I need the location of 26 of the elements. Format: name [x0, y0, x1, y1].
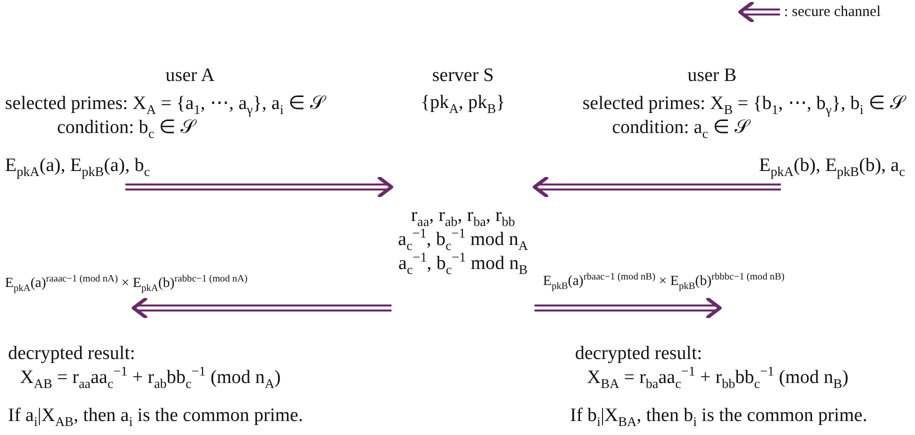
edge-label: E$_{pkA}$(a)$^{raaac−1 (mod nA)}$ × E$_{pkA}$(b)$^{rabbc−1 (mod nA)}$: [5, 272, 248, 296]
edge-label: E$_{pkB}$(a)$^{rbaac−1 (mod nB)}$ × E$_{pkB}$(b)$^{rbbbc−1 (mod nB)}$: [543, 270, 784, 294]
conclusion-text: If a$_{i}$|X$_{AB}$, then a$_{i}$ is the common prime.: [8, 404, 304, 428]
result-text: decrypted result:: [8, 342, 136, 366]
message-text: E$_{pkA}$(b), E$_{pkB}$(b), a$_{c}$: [759, 154, 905, 178]
double-arrow: [132, 297, 393, 319]
message-text: E$_{pkA}$(a), E$_{pkB}$(a), b$_{c}$: [5, 154, 150, 178]
computation-text: a$_{c}$$^{−1}$, b$_{c}$$^{−1}$ mod n$_{B}$: [398, 252, 528, 276]
participant-label: user B: [687, 64, 737, 88]
condition-text: condition: b$_{c}$ ∈ 𝒮: [57, 116, 196, 140]
computation-text: a$_{c}$$^{−1}$, b$_{c}$$^{−1}$ mod n$_{A}$: [398, 228, 528, 252]
result-text: X$_{AB}$ = r$_{aa}$aa$_{c}$$^{−1}$ + r$_{ab}$bb$_{c}$$^{−1}$ (mod n$_{A}$): [19, 366, 281, 390]
double-arrow: [124, 176, 394, 198]
legend-text: : secure channel: [784, 3, 881, 22]
conclusion-text: If b$_{i}$|X$_{BA}$, then b$_{i}$ is the common prime.: [570, 404, 868, 428]
double-arrow: [532, 176, 782, 198]
participant-label: user A: [165, 64, 215, 88]
participant-label: server S: [432, 64, 494, 88]
result-text: X$_{BA}$ = r$_{ba}$aa$_{c}$$^{−1}$ + r$_{bb}$bb$_{c}$$^{−1}$ (mod n$_{B}$): [586, 366, 848, 390]
selection-text: selected primes: X$_{B}$ = {b$_{1}$, ⋯, b$_{γ}$}, b$_{i}$ ∈ 𝒮: [582, 92, 905, 116]
selection-text: selected primes: X$_{A}$ = {a$_{1}$, ⋯, a$_{γ}$}, a$_{i}$ ∈ 𝒮: [5, 92, 326, 116]
computation-text: r$_{aa}$, r$_{ab}$, r$_{ba}$, r$_{bb}$: [410, 204, 516, 228]
double-arrow: [533, 297, 722, 319]
condition-text: condition: a$_{c}$ ∈ 𝒮: [612, 116, 750, 140]
result-text: decrypted result:: [575, 342, 704, 366]
key-set-text: {pk$_{A}$, pk$_{B}$}: [420, 91, 506, 115]
